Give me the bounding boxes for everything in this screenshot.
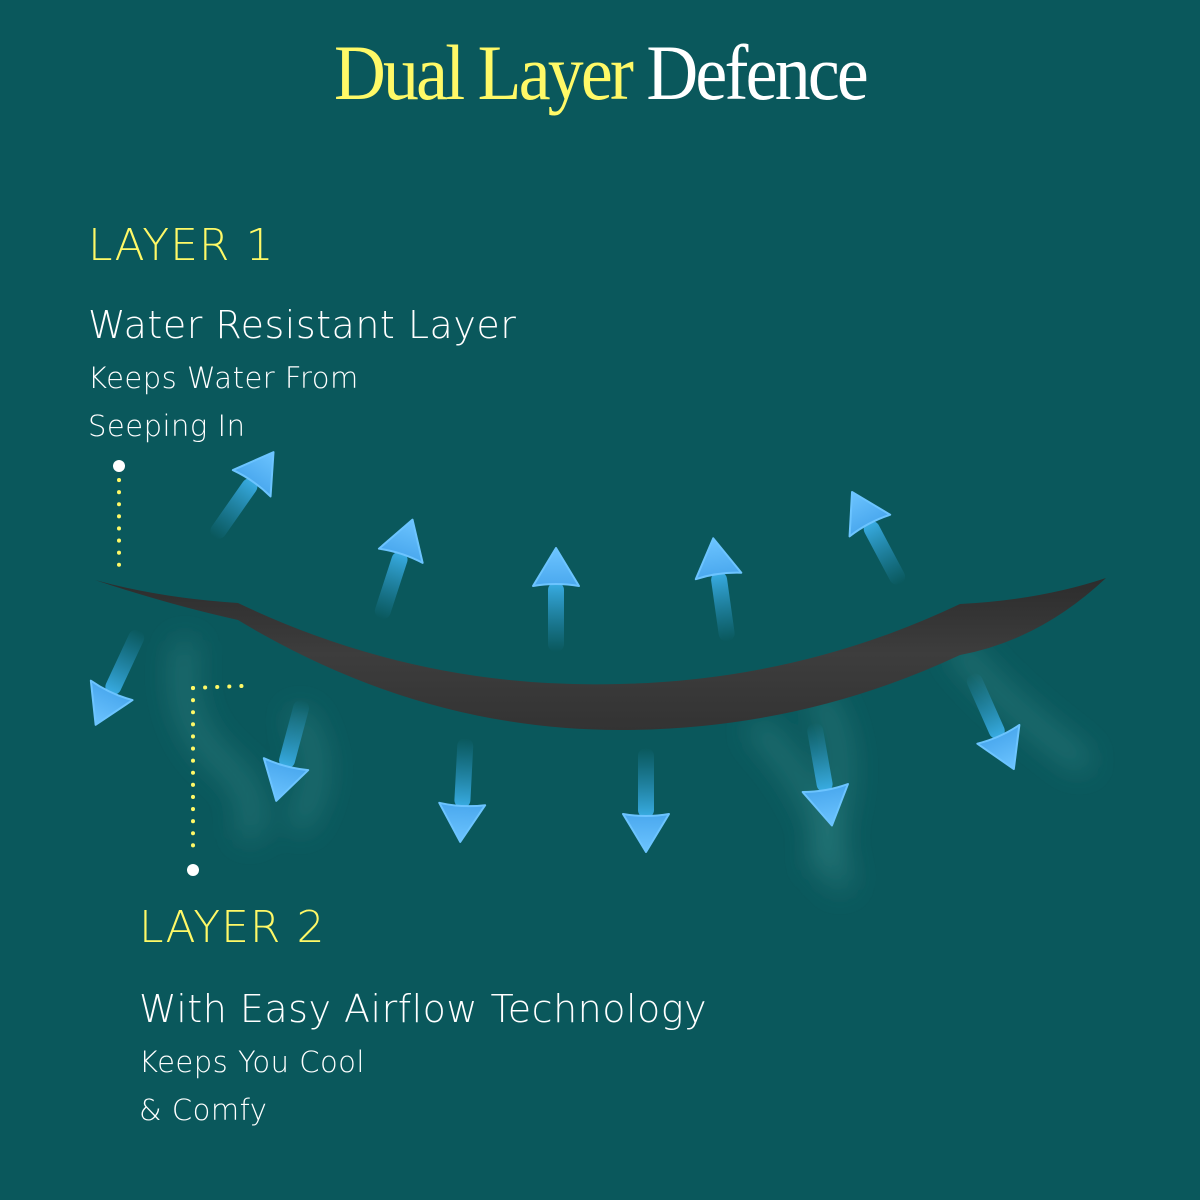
arrow-up-icon xyxy=(357,511,436,627)
layer2-connector xyxy=(187,684,244,876)
arrow-up-icon xyxy=(532,547,580,653)
arrow-down-icon xyxy=(436,735,490,845)
title-rest: Defence xyxy=(646,29,868,116)
layer2-description: Keeps You Cool & Comfy xyxy=(139,1038,707,1134)
arrow-up-icon xyxy=(689,534,752,646)
connector-dot-icon xyxy=(113,460,125,472)
layer2-desc-line2: & Comfy xyxy=(139,1093,268,1127)
layer1-block: LAYER 1 Water Resistant Layer Keeps Wate… xyxy=(88,224,516,450)
layer1-description: Keeps Water From Seeping In xyxy=(88,354,516,450)
layer1-desc-line1: Keeps Water From xyxy=(88,361,359,395)
fabric-layer xyxy=(95,578,1106,730)
layer1-heading: Water Resistant Layer xyxy=(88,303,517,347)
arrow-down-icon xyxy=(622,747,670,853)
layer2-desc-line1: Keeps You Cool xyxy=(139,1045,365,1079)
page-title: Dual Layer Defence xyxy=(48,34,1152,112)
layer2-block: LAYER 2 With Easy Airflow Technology Kee… xyxy=(139,906,707,1134)
layer1-desc-line2: Seeping In xyxy=(88,409,246,443)
layer1-label: LAYER 1 xyxy=(88,220,275,271)
title-highlight: Dual Layer xyxy=(333,29,634,116)
layer1-connector xyxy=(113,460,125,568)
layer2-heading: With Easy Airflow Technology xyxy=(139,987,708,1031)
connector-dot-icon xyxy=(187,864,199,876)
layer2-label: LAYER 2 xyxy=(139,902,326,953)
arrow-down-icon xyxy=(73,619,162,736)
arrow-up-icon xyxy=(194,437,294,552)
arrow-up-icon xyxy=(830,480,923,596)
